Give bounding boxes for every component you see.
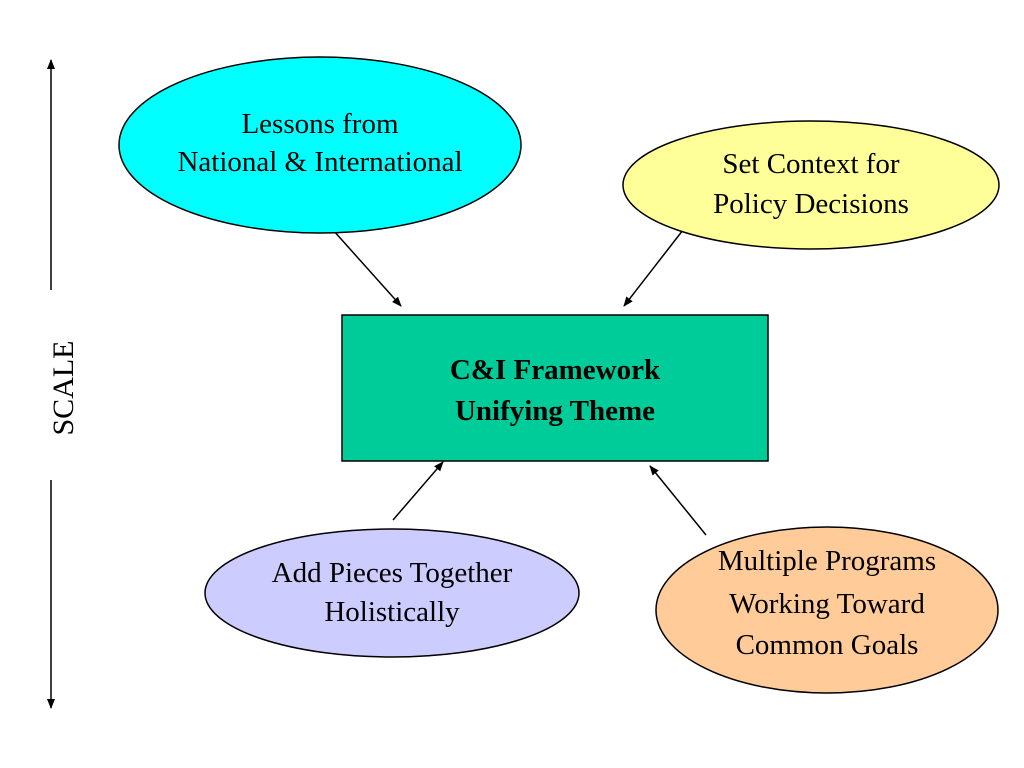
arrow-pieces-to-center — [392, 461, 444, 521]
center-title-line2: Unifying Theme — [455, 395, 655, 427]
arrow-context-to-center — [623, 229, 684, 307]
context-line2: Policy Decisions — [713, 188, 909, 220]
context-node: Set Context for Policy Decisions — [622, 120, 1000, 250]
programs-ellipse — [655, 526, 999, 694]
programs-line3: Common Goals — [736, 629, 919, 661]
lessons-line2: National & International — [177, 146, 462, 178]
center-title-line1: C&I Framework — [450, 354, 661, 386]
center-box — [341, 314, 769, 462]
pieces-line1: Add Pieces Together — [272, 557, 513, 589]
arrow-lessons-to-center — [332, 229, 402, 307]
programs-line1: Multiple Programs — [718, 545, 936, 577]
center-node: C&I Framework Unifying Theme — [341, 314, 769, 462]
connectors — [332, 229, 707, 536]
context-line1: Set Context for — [722, 148, 900, 180]
context-ellipse — [622, 120, 1000, 250]
pieces-line2: Holistically — [324, 596, 460, 628]
lessons-ellipse — [118, 56, 522, 234]
scale-axis: SCALE — [47, 59, 80, 709]
lessons-node: Lessons from National & International — [118, 56, 522, 234]
pieces-ellipse — [204, 528, 580, 658]
scale-label: SCALE — [47, 340, 80, 435]
lessons-line1: Lessons from — [241, 108, 399, 140]
pieces-node: Add Pieces Together Holistically — [204, 528, 580, 658]
arrow-programs-to-center — [649, 465, 707, 536]
programs-node: Multiple Programs Working Toward Common … — [655, 526, 999, 694]
programs-line2: Working Toward — [729, 588, 925, 620]
